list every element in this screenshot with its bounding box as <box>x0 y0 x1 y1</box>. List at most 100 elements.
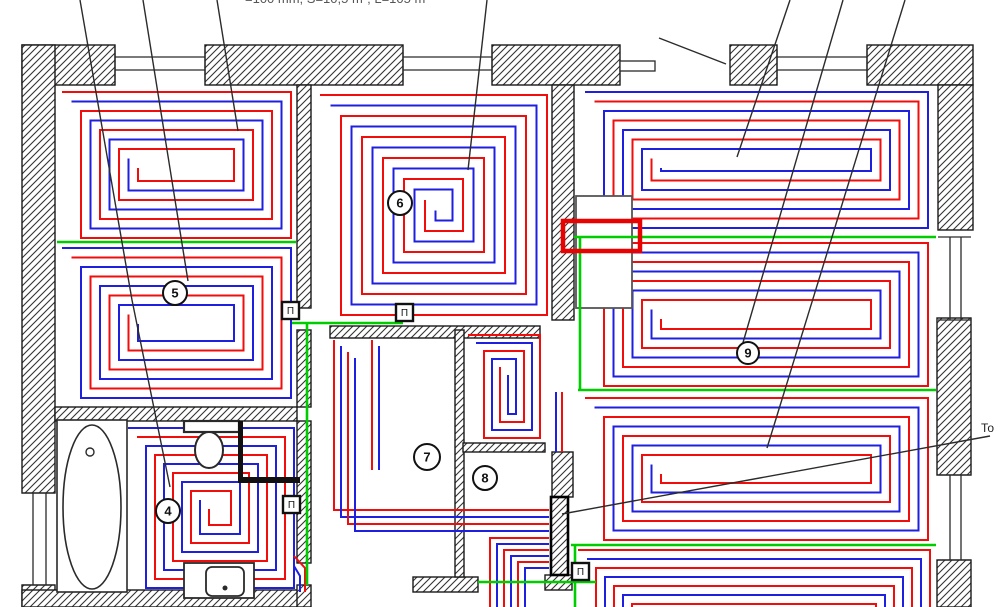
circuit-right-top <box>585 91 929 229</box>
bathtub-drain <box>85 447 95 457</box>
wall-segment <box>54 406 298 422</box>
circuit-zone-5a <box>62 91 292 239</box>
room-label-number: 4 <box>164 504 172 519</box>
wall-segment <box>866 44 974 86</box>
pipe-inner <box>71 100 283 230</box>
leader-line <box>467 0 488 171</box>
room-label-circle <box>387 190 413 216</box>
leader-lines <box>79 0 991 515</box>
room-label-number: 9 <box>744 346 751 361</box>
circuit-zone-5b <box>62 247 292 399</box>
sleeve-glyph: П <box>577 567 584 578</box>
transit-pipe <box>496 543 549 607</box>
circuit-room-6 <box>320 94 548 316</box>
manifold <box>549 495 570 577</box>
transit-pipe <box>340 346 549 518</box>
wall-segment <box>462 442 546 453</box>
pipe-inner <box>587 558 922 607</box>
transit-pipe <box>489 537 549 607</box>
leader-line <box>216 0 239 132</box>
annotations: =100 mm; S=10,5 m²; L=105 m То <box>245 0 994 435</box>
pipe-inner <box>476 342 533 431</box>
wall-segment <box>412 576 479 593</box>
sleeve-symbol <box>394 302 415 323</box>
circuit-room-8-coil <box>468 334 541 439</box>
heating-circuits <box>62 91 931 607</box>
toilet-cistern <box>182 419 241 434</box>
transit-pipe <box>354 358 549 532</box>
room-label-circle <box>736 341 760 365</box>
wall-segment <box>204 44 404 86</box>
transit-pipe <box>347 352 549 525</box>
fixtures <box>56 419 300 599</box>
pipe-sleeves: П П П П <box>280 300 591 582</box>
washing-machine-drum <box>205 566 245 597</box>
room-label-number: 5 <box>171 286 178 301</box>
room-label-circle <box>155 498 181 524</box>
partition-wall <box>238 477 300 483</box>
leader-line <box>766 0 906 449</box>
wall-segment <box>729 44 778 86</box>
wall-segment <box>936 317 972 476</box>
wall-segment <box>551 84 575 321</box>
wall-segment <box>936 559 972 607</box>
pipe-outer <box>468 334 541 439</box>
leader-line <box>142 0 189 282</box>
transit-pipe <box>510 555 549 607</box>
pipe-inner <box>594 406 920 532</box>
sleeve-symbol <box>570 561 591 582</box>
manifold-cabinet <box>549 495 570 577</box>
pipe-outer <box>585 91 929 229</box>
room-label-circle <box>162 280 188 306</box>
room-label-circle <box>413 443 441 471</box>
wall-segment <box>454 329 465 578</box>
leader-line <box>741 0 844 347</box>
leader-line <box>658 37 727 65</box>
room-label-number: 8 <box>481 471 488 486</box>
toilet-bowl <box>194 431 224 469</box>
wall-sleeve-stub <box>619 60 656 72</box>
wall-segment <box>491 44 621 86</box>
transit-pipe <box>524 567 549 607</box>
wall-segment <box>296 329 312 408</box>
circuit-right-bottom <box>578 549 931 607</box>
wall-segment <box>551 451 574 498</box>
room-labels: 4 5 6 7 8 9 <box>155 190 760 524</box>
wall-segment <box>21 44 56 494</box>
leader-line <box>736 0 791 158</box>
sleeve-symbol <box>280 300 301 321</box>
transit-pipe <box>503 549 549 607</box>
annotation-fragment-top: =100 mm; S=10,5 m²; L=105 m <box>245 0 425 6</box>
leader-line <box>561 435 991 515</box>
pipe-inner <box>71 256 283 390</box>
wall-segment <box>296 420 312 564</box>
walls <box>21 44 974 607</box>
room-label-number: 6 <box>396 196 403 211</box>
room-label-circle <box>472 465 498 491</box>
partition-wall <box>238 421 243 479</box>
wall-segment <box>296 84 312 309</box>
pipe-outer <box>62 247 292 399</box>
sleeve-glyph: П <box>401 308 408 319</box>
annotation-to-label: То <box>981 421 994 435</box>
pipe-inner <box>330 104 538 306</box>
transit-pipes <box>293 340 563 607</box>
leader-line <box>79 0 171 488</box>
sleeve-glyph: П <box>287 306 294 317</box>
room-label-number: 7 <box>423 450 430 465</box>
pipe-outer <box>320 94 548 316</box>
pipe-inner <box>594 251 920 378</box>
washing-machine-dot <box>222 585 228 591</box>
wall-segment <box>329 325 541 339</box>
wall-segment <box>937 84 974 231</box>
circuit-right-lower <box>585 397 929 541</box>
windows <box>22 50 971 586</box>
pipe-outer <box>585 397 929 541</box>
sleeve-symbol <box>281 494 302 515</box>
sleeve-glyph: П <box>288 500 295 511</box>
transit-pipe <box>293 565 301 592</box>
bathtub-basin <box>62 424 122 590</box>
transit-pipe <box>293 555 306 592</box>
